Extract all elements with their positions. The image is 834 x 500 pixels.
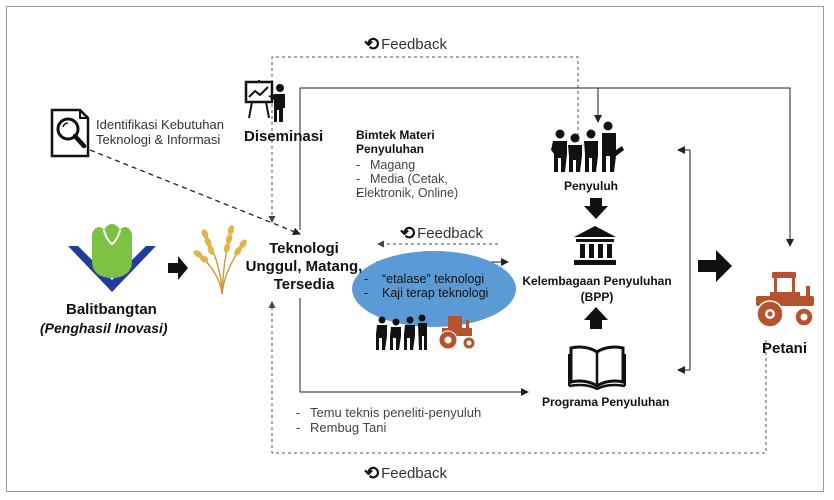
thick-arrow-programa-to-bpp (584, 307, 608, 329)
feedback-middle-text: Feedback (417, 224, 483, 242)
etalase-block: -“etalase” teknologi -Kaji terap teknolo… (364, 272, 488, 301)
building-columns-icon (574, 226, 616, 265)
diseminasi-line (299, 87, 794, 247)
kelembagaan-line1: Kelembagaan Penyuluhan (522, 274, 672, 288)
identifikasi-line2: Teknologi & Informasi (96, 131, 221, 147)
penyuluh-label: Penyuluh (564, 179, 619, 193)
etalase-item: -“etalase” teknologi (364, 272, 485, 286)
identifikasi-label: Identifikasi Kebutuhan Teknologi & Infor… (96, 117, 224, 148)
teknologi-block: Teknologi Unggul, Matang, Tersedia (232, 240, 376, 294)
etalase-ellipse (352, 251, 516, 327)
open-book-icon (568, 345, 626, 390)
identifikasi-arrow (89, 149, 301, 236)
bimtek-title-line2: Penyuluhan (356, 141, 425, 156)
teknologi-line3: Tersedia (273, 276, 335, 293)
teknologi-to-programa (299, 298, 529, 396)
balitbangtan-role: (Penghasil Inovasi) (40, 320, 168, 336)
bimtek-title-line1: Bimtek Materi (356, 128, 435, 142)
feedback-bottom-line (268, 301, 767, 454)
tractor-icon (438, 316, 476, 350)
tractor-icon (756, 272, 814, 328)
feedback-cycle-icon: ⟲ (364, 34, 380, 54)
feedback-middle-label: ⟲ Feedback (400, 223, 483, 244)
feedback-top-text: Feedback (381, 35, 447, 53)
petani-label: Petani (762, 340, 808, 357)
magnifier-document-icon (50, 108, 90, 158)
bimtek-block: Bimtek Materi Penyuluhan Magang Media (C… (356, 128, 458, 201)
kelembagaan-block: Kelembagaan Penyuluhan (BPP) (514, 274, 680, 305)
temu-list: Temu teknis peneliti-penyuluh Rembug Tan… (296, 405, 481, 436)
diseminasi-title: Diseminasi (244, 128, 324, 145)
wheat-icon (193, 225, 247, 294)
bimtek-item: Magang (356, 158, 458, 173)
teknologi-line1: Teknologi (269, 240, 339, 257)
balitbangtan-name: Balitbangtan (66, 301, 157, 318)
teknologi-line2: Unggul, Matang, (245, 258, 363, 275)
temu-item: Temu teknis peneliti-penyuluh (296, 405, 481, 421)
temu-item: Rembug Tani (296, 420, 481, 436)
feedback-bottom-label: ⟲ Feedback (364, 463, 447, 484)
people-meeting-icon (376, 314, 427, 350)
diagram-frame (6, 6, 824, 492)
feedback-cycle-icon: ⟲ (400, 223, 416, 243)
identifikasi-line1: Identifikasi Kebutuhan (96, 117, 224, 132)
thick-arrow-penyuluh-to-bpp (584, 198, 608, 219)
programa-label: Programa Penyuluhan (542, 395, 670, 409)
thick-arrow-bpp-to-petani (698, 250, 732, 282)
feedback-top-label: ⟲ Feedback (364, 34, 447, 55)
people-meeting-icon (551, 121, 624, 172)
bimtek-item-continuation: Elektronik, Online) (356, 186, 458, 201)
etalase-item: -Kaji terap teknologi (364, 286, 489, 301)
thick-arrow-logo-to-wheat (168, 256, 188, 280)
balitbangtan-logo-icon (68, 224, 156, 292)
feedback-bottom-text: Feedback (381, 464, 447, 482)
presenter-board-icon (244, 80, 285, 122)
bimtek-item: Media (Cetak, (356, 172, 458, 187)
feedback-cycle-icon: ⟲ (364, 463, 380, 483)
kelembagaan-line2: (BPP) (580, 289, 614, 304)
